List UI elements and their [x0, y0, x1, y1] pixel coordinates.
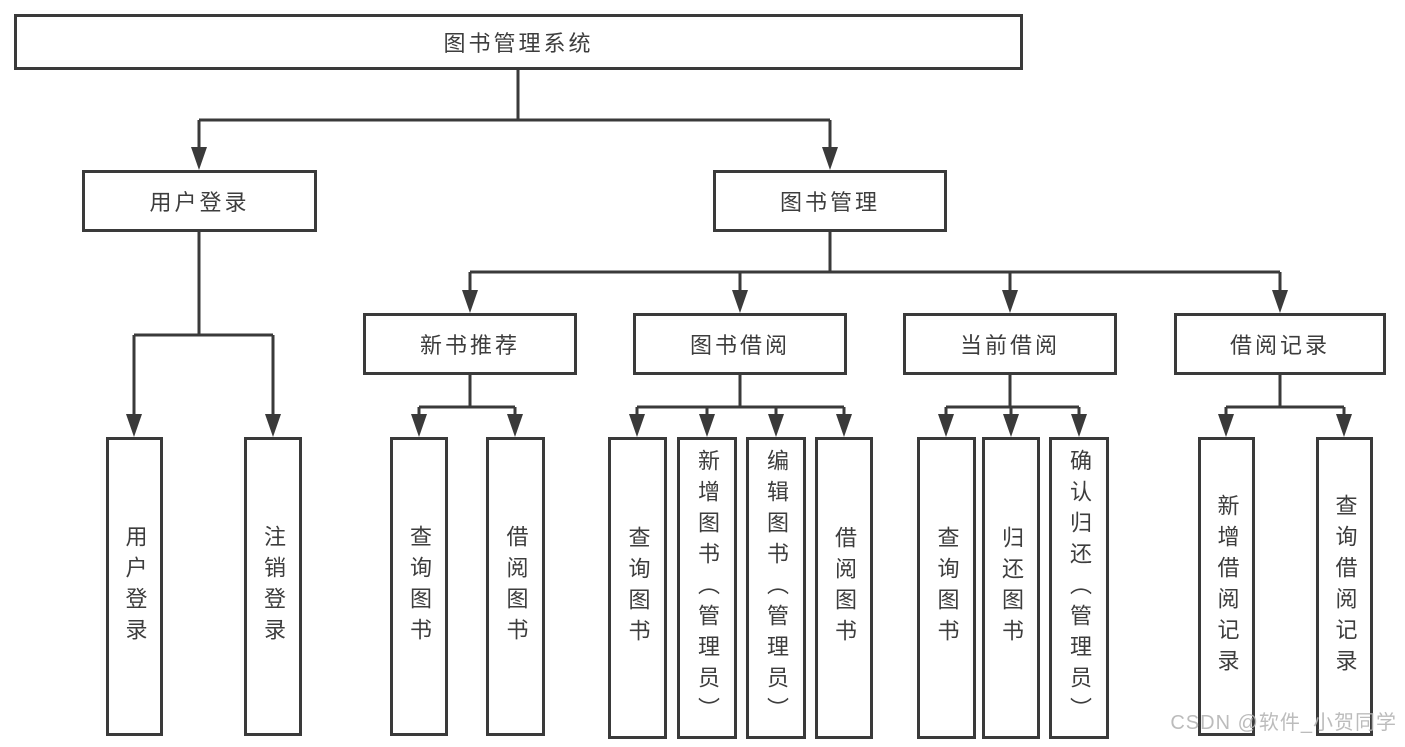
connector-current-borrowing-children: [938, 375, 1087, 437]
leaf-nb-borrow-books-label: 借阅图书: [503, 524, 529, 649]
leaf-nb-query-books-label: 查询图书: [407, 524, 432, 649]
leaf-user-login-label: 用户登录: [122, 524, 148, 649]
leaf-bb-add-book-admin-label: 新增图书（管理员）: [695, 448, 720, 728]
leaf-cb-return-books: 归还图书: [982, 437, 1040, 739]
leaf-user-login: 用户登录: [106, 437, 163, 736]
connector-user-login-children: [126, 232, 281, 437]
leaf-bb-edit-book-admin-label: 编辑图书（管理员）: [764, 448, 789, 728]
leaf-br-query-record-label: 查询借阅记录: [1332, 493, 1358, 680]
connector-book-borrowing-children: [629, 375, 852, 437]
node-new-book-recommend: 新书推荐: [363, 313, 577, 375]
leaf-bb-edit-book-admin: 编辑图书（管理员）: [746, 437, 806, 739]
leaf-bb-add-book-admin: 新增图书（管理员）: [677, 437, 737, 739]
leaf-cb-query-books-label: 查询图书: [934, 526, 960, 650]
leaf-br-add-record: 新增借阅记录: [1198, 437, 1255, 736]
connector-root-to-level2: [191, 70, 838, 170]
leaf-cb-confirm-return-admin-label: 确认归还（管理员）: [1067, 448, 1092, 728]
node-user-login-label: 用户登录: [149, 190, 250, 215]
leaf-bb-borrow-books: 借阅图书: [815, 437, 873, 739]
leaf-br-query-record: 查询借阅记录: [1316, 437, 1373, 736]
node-book-borrowing: 图书借阅: [633, 313, 847, 375]
node-current-borrowing: 当前借阅: [903, 313, 1117, 375]
leaf-bb-query-books-label: 查询图书: [625, 526, 651, 650]
node-user-login: 用户登录: [82, 170, 317, 232]
leaf-cb-return-books-label: 归还图书: [999, 526, 1024, 650]
leaf-br-add-record-label: 新增借阅记录: [1214, 493, 1240, 680]
node-book-borrowing-label: 图书借阅: [689, 333, 790, 358]
connector-new-book-children: [411, 375, 523, 437]
node-root-system-label: 图书管理系统: [443, 31, 594, 56]
leaf-bb-query-books: 查询图书: [608, 437, 667, 739]
node-book-management: 图书管理: [713, 170, 947, 232]
leaf-cb-query-books: 查询图书: [917, 437, 976, 739]
leaf-bb-borrow-books-label: 借阅图书: [832, 526, 857, 650]
csdn-watermark: CSDN @软件_小贺同学: [1170, 712, 1397, 734]
connector-borrowing-records-children: [1218, 375, 1352, 437]
leaf-logout-label: 注销登录: [261, 524, 286, 649]
leaf-logout: 注销登录: [244, 437, 302, 736]
node-new-book-recommend-label: 新书推荐: [419, 333, 520, 358]
connector-book-management-sections: [462, 232, 1288, 313]
node-root-system: 图书管理系统: [14, 14, 1023, 70]
leaf-nb-query-books: 查询图书: [390, 437, 448, 736]
node-book-management-label: 图书管理: [779, 190, 880, 215]
node-current-borrowing-label: 当前借阅: [959, 333, 1060, 358]
leaf-nb-borrow-books: 借阅图书: [486, 437, 545, 736]
leaf-cb-confirm-return-admin: 确认归还（管理员）: [1049, 437, 1109, 739]
node-borrowing-records: 借阅记录: [1174, 313, 1386, 375]
node-borrowing-records-label: 借阅记录: [1229, 333, 1330, 358]
